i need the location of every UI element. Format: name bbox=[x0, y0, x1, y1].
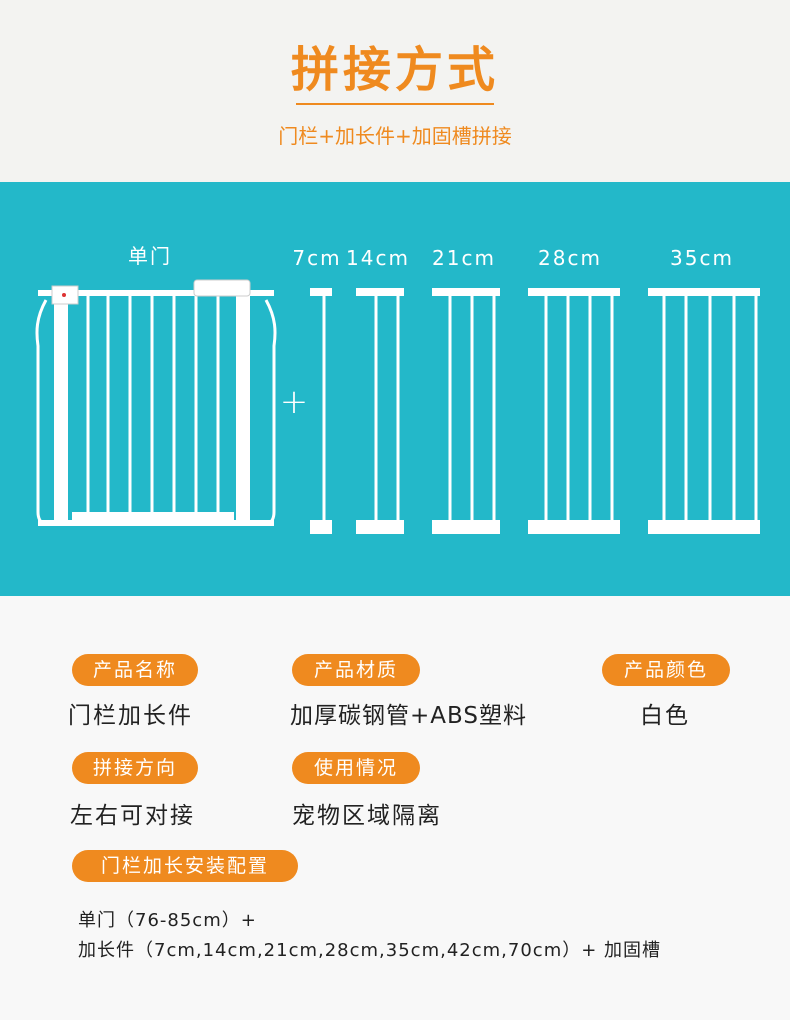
product-name-value: 门栏加长件 bbox=[68, 703, 193, 729]
config-tag: 门栏加长安装配置 bbox=[72, 850, 298, 882]
extension-7cm-image bbox=[310, 288, 332, 534]
gate-label: 单门 bbox=[128, 244, 172, 268]
assembly-diagram: 单门 7cm 14cm 21cm 28cm 35cm + bbox=[0, 182, 790, 596]
extension-28cm-image bbox=[528, 288, 620, 534]
page-title: 拼接方式 bbox=[290, 42, 499, 98]
color-value: 白色 bbox=[640, 703, 690, 729]
extension-21cm-image bbox=[432, 288, 500, 534]
page-subtitle: 门栏+加长件+加固槽拼接 bbox=[278, 124, 512, 148]
ext-label-35cm: 35cm bbox=[670, 246, 734, 270]
plus-sign: + bbox=[279, 382, 309, 422]
material-tag: 产品材质 bbox=[292, 654, 420, 686]
color-tag: 产品颜色 bbox=[602, 654, 730, 686]
header-section: 拼接方式 门栏+加长件+加固槽拼接 bbox=[0, 0, 790, 182]
direction-value: 左右可对接 bbox=[70, 803, 195, 829]
material-value: 加厚碳钢管+ABS塑料 bbox=[290, 703, 527, 729]
spec-section: 产品名称 门栏加长件 产品材质 加厚碳钢管+ABS塑料 产品颜色 白色 拼接方向… bbox=[0, 596, 790, 1020]
ext-label-14cm: 14cm bbox=[346, 246, 410, 270]
usage-tag: 使用情况 bbox=[292, 752, 420, 784]
ext-label-28cm: 28cm bbox=[538, 246, 602, 270]
single-gate-image bbox=[35, 279, 277, 526]
direction-tag: 拼接方向 bbox=[72, 752, 198, 784]
ext-label-21cm: 21cm bbox=[432, 246, 496, 270]
ext-label-7cm: 7cm bbox=[292, 246, 342, 270]
gate-illustration bbox=[35, 279, 760, 534]
usage-value: 宠物区域隔离 bbox=[292, 803, 442, 829]
config-line-2: 加长件（7cm,14cm,21cm,28cm,35cm,42cm,70cm）+ … bbox=[78, 940, 662, 961]
extension-14cm-image bbox=[356, 288, 404, 534]
title-underline bbox=[296, 103, 494, 105]
extension-35cm-image bbox=[648, 288, 760, 534]
config-line-1: 单门（76-85cm）+ bbox=[78, 910, 257, 931]
product-name-tag: 产品名称 bbox=[72, 654, 198, 686]
